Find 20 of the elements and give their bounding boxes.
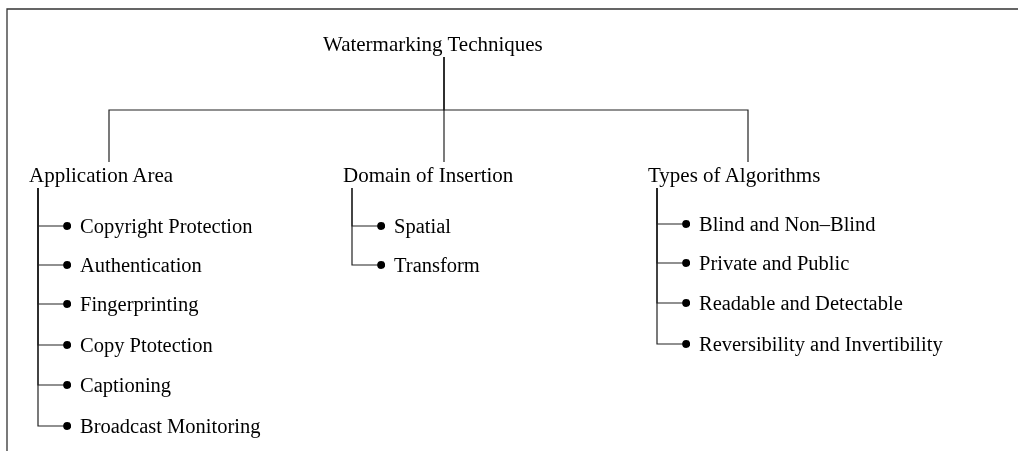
root-label: Watermarking Techniques [323, 31, 543, 57]
category-label: Domain of Insertion [343, 162, 514, 188]
list-item-label: Copy Ptotection [80, 332, 213, 358]
list-item-label: Reversibility and Invertibility [699, 331, 943, 357]
list-item-label: Broadcast Monitoring [80, 413, 261, 439]
list-item-label: Readable and Detectable [699, 290, 903, 316]
tree-connector [443, 56, 749, 163]
bullet-connector [351, 187, 386, 269]
list-item-label: Private and Public [699, 250, 850, 276]
list-item-label: Transform [394, 252, 480, 278]
category-label: Types of Algorithms [648, 162, 821, 188]
list-item-label: Authentication [80, 252, 202, 278]
list-item-label: Captioning [80, 372, 172, 398]
list-item-label: Fingerprinting [80, 291, 199, 317]
list-item-label: Copyright Protection [80, 213, 253, 239]
list-item-label: Spatial [394, 213, 451, 239]
bullet-connector [656, 187, 691, 348]
category-label: Application Area [29, 162, 174, 188]
list-item-label: Blind and Non–Blind [699, 211, 876, 237]
bullet-connector [37, 187, 72, 430]
